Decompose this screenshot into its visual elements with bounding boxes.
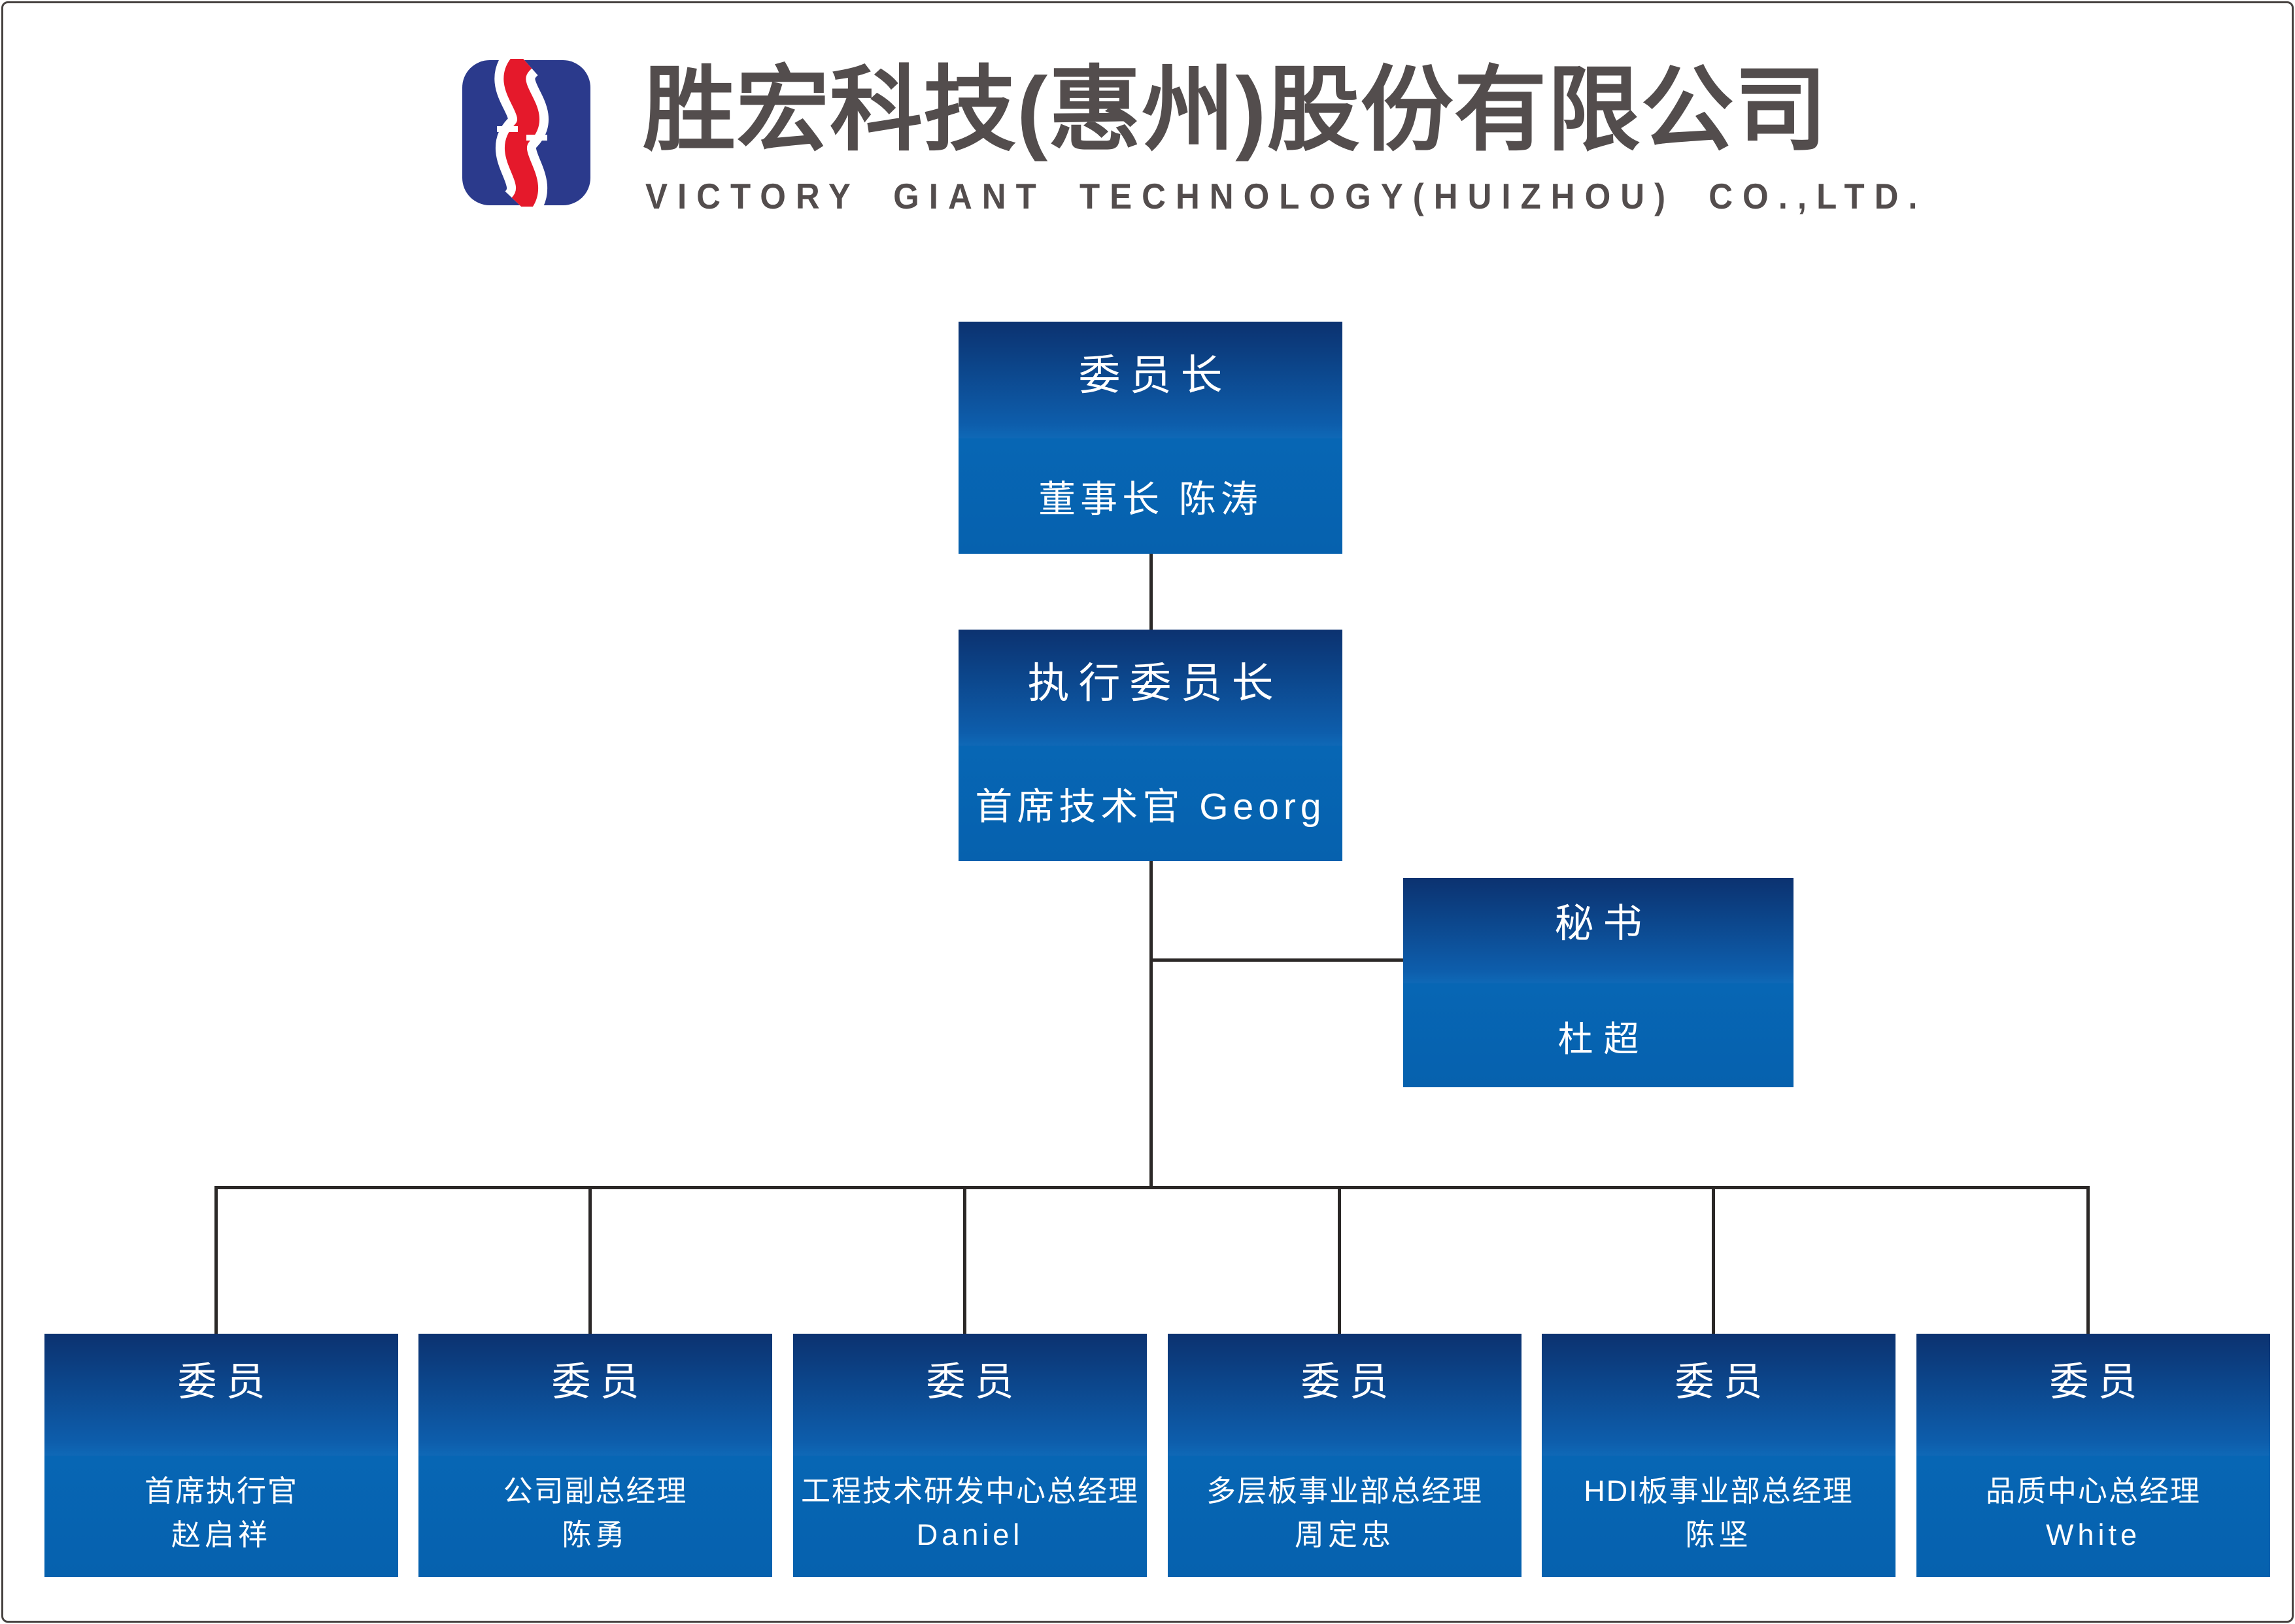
node-title: 委员 [177,1360,275,1404]
node-title: 委员 [1674,1360,1772,1404]
node-member-3: 委员 工程技术研发中心总经理 Daniel [793,1334,1147,1577]
node-subtitle: 首席技术官 Georg [975,786,1326,828]
node-member-6: 委员 品质中心总经理 White [1916,1334,2270,1577]
connector-drop-2 [588,1188,592,1335]
member-role: HDI板事业部总经理 [1584,1474,1854,1508]
node-subtitle: 董事长 陈涛 [1038,479,1263,520]
company-logo-icon [462,59,590,207]
node-title: 执行委员长 [1027,660,1283,707]
node-member-5: 委员 HDI板事业部总经理 陈坚 [1542,1334,1896,1577]
node-title: 委员 [551,1360,649,1404]
node-subtitle: 杜超 [1557,1020,1650,1059]
member-name: White [2045,1518,2141,1551]
node-member-2: 委员 公司副总经理 陈勇 [418,1334,772,1577]
member-role: 品质中心总经理 [1985,1474,2201,1508]
member-name: 周定忠 [1294,1518,1395,1551]
member-role: 首席执行官 [144,1474,298,1508]
connector-drop-4 [1338,1188,1341,1335]
node-title: 委员 [2049,1360,2147,1404]
member-name: 赵启祥 [171,1518,271,1551]
connector-drop-6 [2086,1188,2090,1335]
member-role: 公司副总经理 [503,1474,688,1508]
connector-distribution [214,1186,2090,1189]
member-detail: 多层板事业部总经理 周定忠 [1206,1476,1483,1549]
node-secretary: 秘书 杜超 [1403,878,1794,1087]
node-chairman: 委员长 董事长 陈涛 [959,322,1342,554]
connector-drop-1 [214,1188,218,1335]
node-member-1: 委员 首席执行官 赵启祥 [44,1334,398,1577]
member-detail: 品质中心总经理 White [1986,1476,2201,1549]
member-role: 工程技术研发中心总经理 [800,1474,1139,1508]
member-name: 陈坚 [1685,1518,1752,1551]
member-role: 多层板事业部总经理 [1206,1474,1483,1508]
node-title: 委员 [926,1360,1023,1404]
connector-secretary-branch [1151,958,1404,962]
company-name-en: VICTORY GIANT TECHNOLOGY(HUIZHOU) CO.,LT… [645,176,1928,216]
node-member-4: 委员 多层板事业部总经理 周定忠 [1168,1334,1522,1577]
node-title: 委员 [1300,1360,1398,1404]
node-title: 秘书 [1554,902,1652,945]
node-exec-chairman: 执行委员长 首席技术官 Georg [959,630,1342,861]
company-name-zh: 胜宏科技(惠州)股份有限公司 [643,58,1828,162]
member-detail: HDI板事业部总经理 陈坚 [1584,1476,1854,1549]
member-detail: 工程技术研发中心总经理 Daniel [801,1476,1139,1549]
connector-exec-spine [1149,793,1153,1189]
member-detail: 首席执行官 赵启祥 [144,1476,298,1549]
connector-drop-5 [1712,1188,1715,1335]
member-name: 陈勇 [562,1518,629,1551]
member-detail: 公司副总经理 陈勇 [503,1476,687,1549]
member-name: Daniel [916,1518,1024,1551]
connector-drop-3 [963,1188,966,1335]
node-title: 委员长 [1078,352,1232,399]
connector-chairman-exec [1149,486,1153,631]
